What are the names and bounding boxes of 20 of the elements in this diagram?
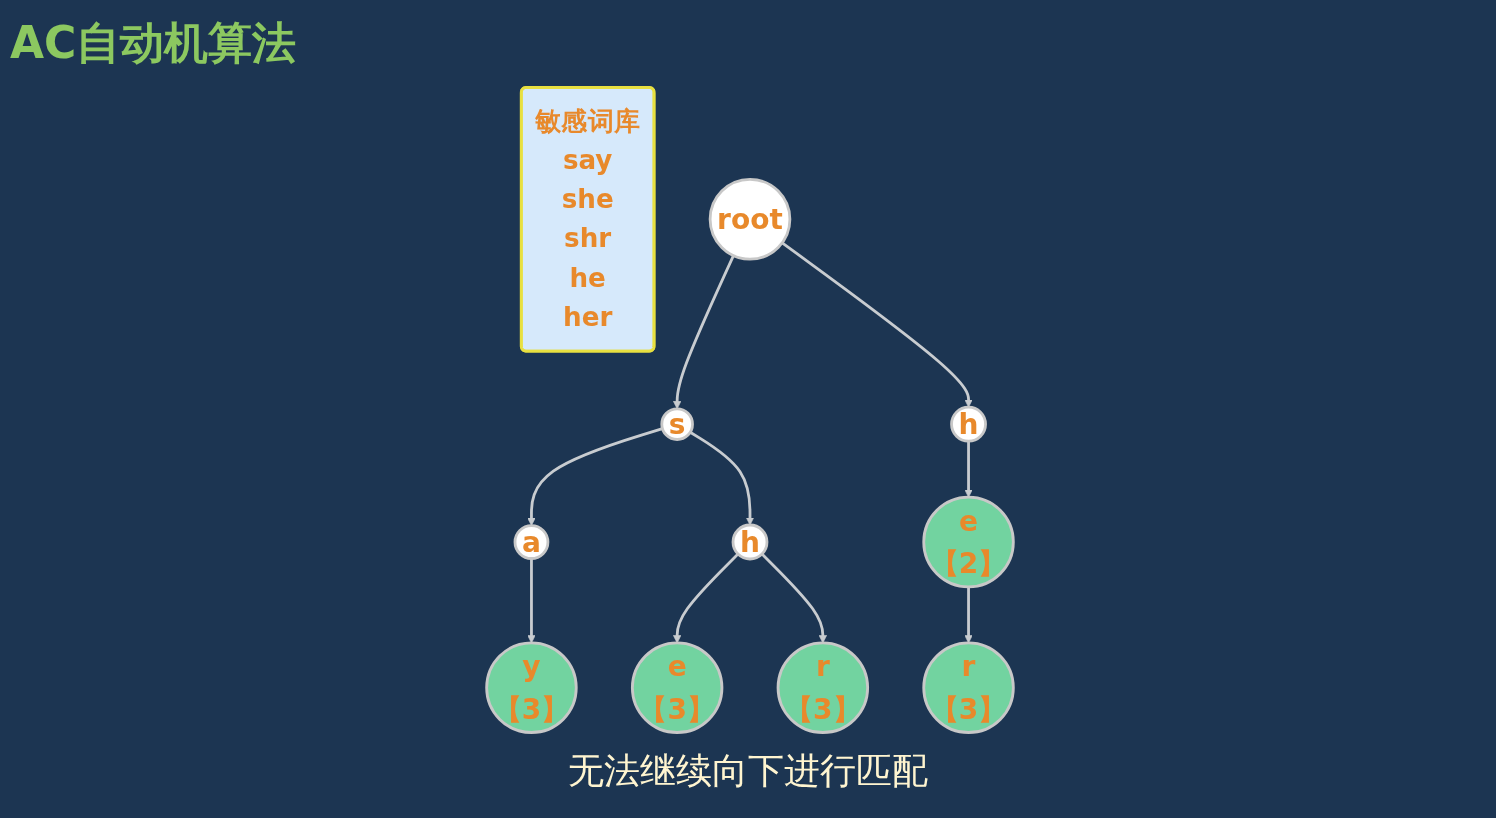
- node-circle: r 【3】: [776, 641, 870, 734]
- node-circle: e 【3】: [630, 641, 724, 734]
- node-circle: y 【3】: [485, 641, 578, 734]
- node-circle: e 【2】: [922, 495, 1015, 589]
- node-circle: a: [513, 524, 550, 560]
- node-circle: h: [950, 405, 987, 443]
- node-circle: h: [731, 523, 769, 561]
- subtitle-caption: 无法继续向下进行匹配: [568, 750, 928, 791]
- arrow: [673, 553, 739, 644]
- arrow: [689, 431, 755, 526]
- node-circle: r 【3】: [922, 641, 1015, 734]
- node-circle: s: [660, 407, 694, 441]
- arrow: [761, 553, 827, 644]
- arrow: [527, 558, 536, 644]
- node-circle: root: [708, 178, 792, 261]
- arrow: [781, 241, 973, 408]
- title: AC自动机算法: [10, 16, 297, 70]
- arrow: [964, 586, 973, 644]
- arrow: [527, 427, 663, 526]
- arrow: [964, 441, 973, 498]
